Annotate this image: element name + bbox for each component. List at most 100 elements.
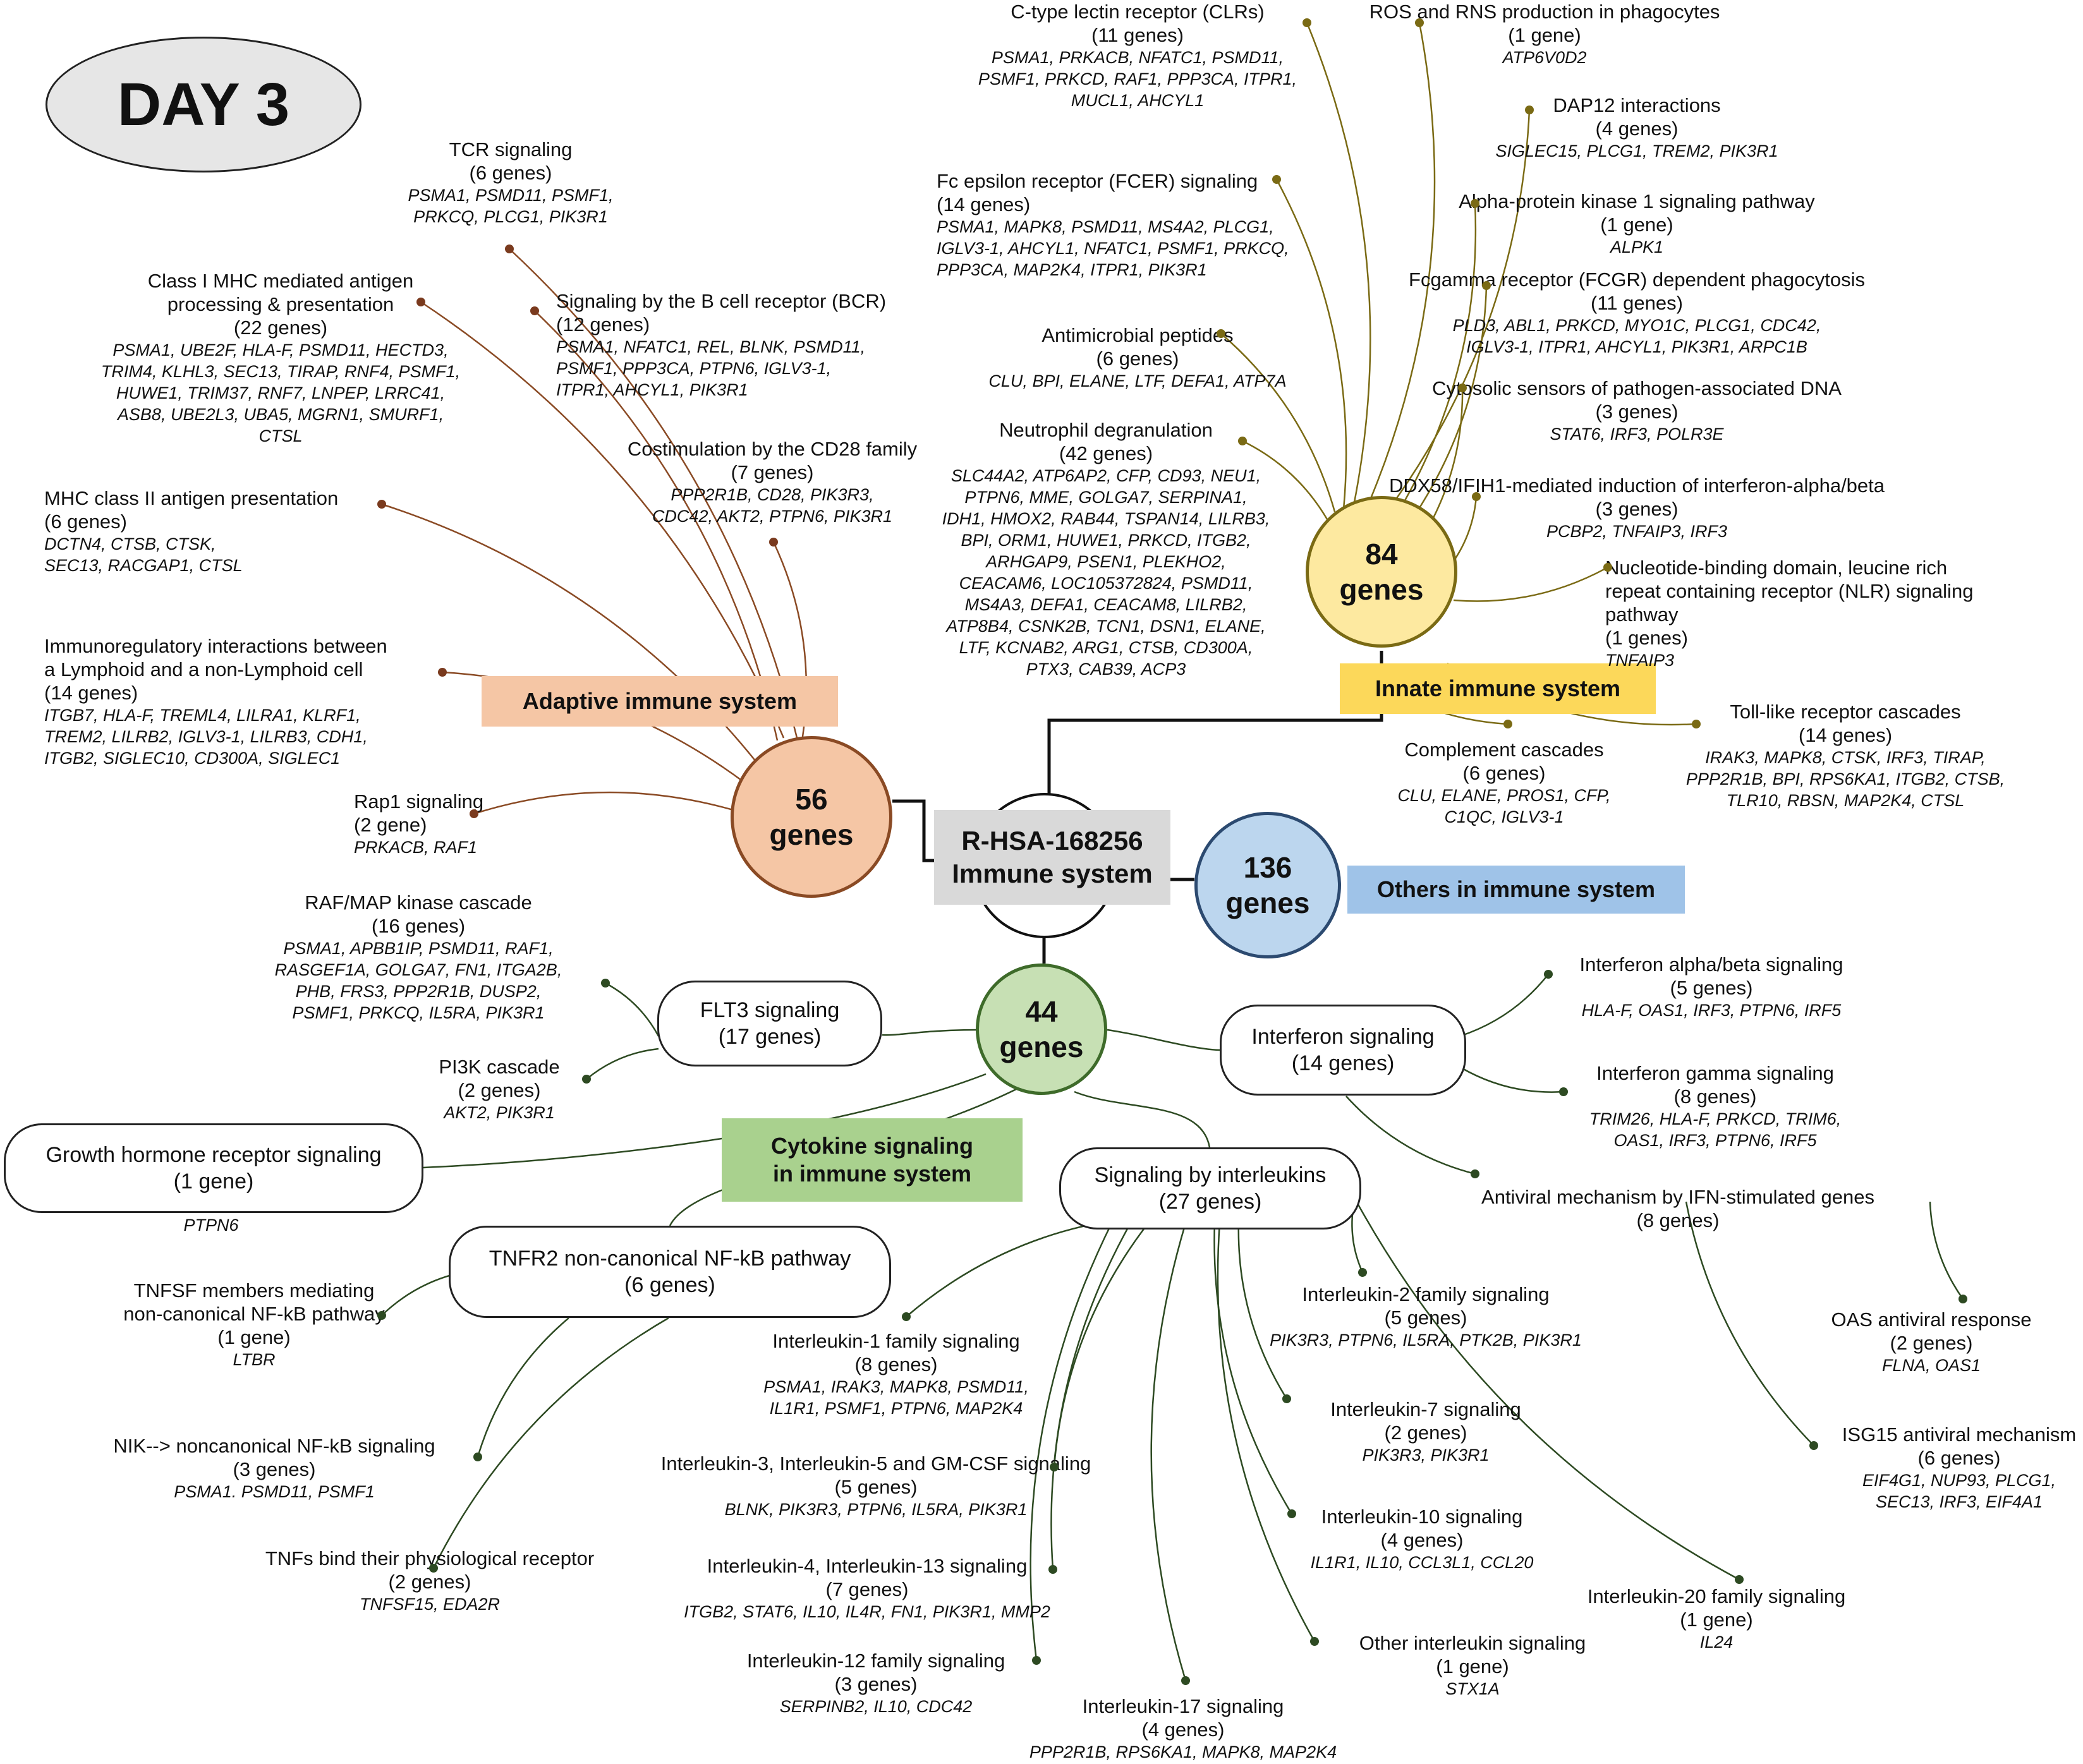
pathway-node-dot[interactable] — [1287, 1509, 1296, 1518]
pathway-genes-line: STAT6, IRF3, POLR3E — [1550, 425, 1724, 444]
pathway-title-line: Complement cascades — [1404, 739, 1604, 761]
pathway-node-dot[interactable] — [1809, 1441, 1818, 1450]
pathway-node-dot[interactable] — [1050, 1463, 1059, 1471]
pathway-node-dot[interactable] — [1310, 1637, 1319, 1646]
flt3-signaling-node[interactable]: FLT3 signaling(17 genes) — [657, 981, 882, 1066]
pathway-title-line: Other interleukin signaling — [1359, 1632, 1586, 1654]
pathway-genes-line: PRKCQ, PLCG1, PIK3R1 — [413, 207, 608, 226]
pathway-genes-line: PPP2R1B, RPS6KA1, MAPK8, MAP2K4 — [1029, 1743, 1337, 1761]
pathway-genes-line: CLU, ELANE, PROS1, CFP, — [1397, 786, 1611, 805]
pathway-node-dot[interactable] — [1217, 329, 1225, 338]
pathway-node-dot[interactable] — [1544, 970, 1553, 979]
edge-cytokine_pathways-5 — [1929, 1201, 1964, 1300]
pathway-node-dot[interactable] — [1503, 720, 1512, 728]
pathway-title-line: (5 genes) — [1384, 1307, 1467, 1329]
pathway-title-line: (14 genes) — [937, 193, 1031, 215]
cytokine-pathway-label: Interferon gamma signaling(8 genes)TRIM2… — [1589, 1061, 1842, 1151]
pathway-node-dot[interactable] — [1358, 1268, 1367, 1277]
pathway-node-dot[interactable] — [1559, 1087, 1568, 1096]
pathway-title-line: DDX58/IFIH1-mediated induction of interf… — [1388, 474, 1885, 497]
pathway-node-dot[interactable] — [1472, 492, 1481, 501]
pathway-title-line: repeat containing receptor (NLR) signali… — [1605, 580, 1974, 602]
pathway-node-dot[interactable] — [582, 1075, 591, 1084]
interferon-signaling-node[interactable]: Interferon signaling(14 genes) — [1220, 1005, 1466, 1096]
edge-cytokine_pathways-2 — [1459, 974, 1549, 1037]
pathway-genes-line: LTF, KCNAB2, ARG1, CTSB, CD300A, — [959, 638, 1253, 657]
pathway-title-line: Interleukin-12 family signaling — [746, 1650, 1005, 1672]
pathway-genes-line: IL1R1, IL10, CCL3L1, CCL20 — [1310, 1553, 1534, 1572]
cytokine-pathway-label: Interleukin-12 family signaling(3 genes)… — [747, 1649, 1005, 1717]
pathway-title-line: Neutrophil degranulation — [999, 419, 1213, 441]
pathway-title-line: (5 genes) — [1670, 977, 1753, 999]
pathway-node-dot[interactable] — [769, 538, 778, 547]
growth-hormone-node[interactable]: Growth hormone receptor signaling(1 gene… — [4, 1123, 423, 1213]
pathway-genes-line: ATP8B4, CSNK2B, TCN1, DSN1, ELANE, — [946, 617, 1266, 636]
adaptive-pathway-label: Costimulation by the CD28 family(7 genes… — [628, 437, 917, 527]
tnfr2-node[interactable]: TNFR2 non-canonical NF-kB pathway(6 gene… — [449, 1226, 891, 1318]
pathway-node-dot[interactable] — [377, 1311, 386, 1320]
pathway-genes-line: FLNA, OAS1 — [1881, 1356, 1981, 1375]
pathway-genes-line: SIGLEC15, PLCG1, TREM2, PIK3R1 — [1495, 142, 1778, 160]
pathway-title-line: TCR signaling — [449, 138, 573, 160]
pathway-node-dot[interactable] — [1238, 437, 1247, 445]
pathway-node-dot[interactable] — [530, 306, 539, 315]
pathway-node-dot[interactable] — [1471, 199, 1479, 208]
pathway-genes-line: PSMF1, PPP3CA, PTPN6, IGLV3-1, — [556, 359, 832, 378]
pathway-node-dot[interactable] — [470, 809, 478, 818]
pathway-title-line: Nucleotide-binding domain, leucine rich — [1605, 557, 1948, 579]
pathway-node-dot[interactable] — [902, 1312, 911, 1321]
cytokine-pathway-label: Interleukin-2 family signaling(5 genes)P… — [1270, 1283, 1582, 1351]
pathway-genes-line: LTBR — [233, 1350, 276, 1369]
pathway-genes-line: PSMA1. PSMD11, PSMF1 — [174, 1482, 375, 1501]
cytokine-pathway-label: ISG15 antiviral mechanism(6 genes)EIF4G1… — [1842, 1423, 2076, 1513]
pathway-node-dot[interactable] — [377, 500, 386, 509]
signaling-by-interleukins-node[interactable]: Signaling by interleukins(27 genes) — [1059, 1147, 1361, 1229]
pathway-title-line: Interleukin-2 family signaling — [1302, 1283, 1550, 1305]
pathway-node-dot[interactable] — [1735, 1575, 1744, 1584]
edge-adaptive_pathways-2 — [534, 310, 779, 741]
pathway-genes-line: SERPINB2, IL10, CDC42 — [779, 1697, 973, 1716]
pathway-node-dot[interactable] — [1692, 720, 1701, 728]
pathway-node-dot[interactable] — [1282, 1394, 1291, 1403]
pathway-title-line: MHC class II antigen presentation — [44, 487, 339, 509]
pathway-node-dot[interactable] — [1303, 18, 1311, 27]
pathway-node-dot[interactable] — [1482, 281, 1491, 290]
pathway-genes-line: ARHGAP9, PSEN1, PLEKHO2, — [986, 552, 1226, 571]
adaptive-pathway-label: Rap1 signaling(2 gene)PRKACB, RAF1 — [354, 790, 483, 858]
pathway-title-line: (3 genes) — [834, 1673, 918, 1695]
pathway-title-line: (22 genes) — [233, 317, 328, 339]
pathway-node-dot[interactable] — [1471, 1169, 1479, 1178]
pathway-node-dot[interactable] — [416, 298, 425, 306]
pathway-node-dot[interactable] — [1525, 106, 1534, 114]
edge-cytokine_pathways-0 — [605, 982, 660, 1037]
pathway-genes-line: PSMA1, PRKACB, NFATC1, PSMD11, — [991, 48, 1284, 67]
pathway-node-dot[interactable] — [1032, 1656, 1041, 1665]
pathway-node-dot[interactable] — [438, 668, 447, 677]
pathway-node-dot[interactable] — [1272, 175, 1281, 184]
innate-pathway-label: Antimicrobial peptides(6 genes)CLU, BPI,… — [988, 323, 1286, 392]
pathway-node-dot[interactable] — [1603, 563, 1612, 572]
innate-pathway-label: C-type lectin receptor (CLRs)(11 genes)P… — [978, 0, 1297, 111]
pathway-genes-line: PSMA1, NFATC1, REL, BLNK, PSMD11, — [556, 337, 866, 356]
pathway-title-line: Interleukin-7 signaling — [1330, 1398, 1521, 1420]
pathway-node-dot[interactable] — [601, 979, 610, 988]
pathway-node-dot[interactable] — [1959, 1295, 1967, 1303]
pathway-genes-line: PCBP2, TNFAIP3, IRF3 — [1546, 522, 1728, 541]
pathway-node-dot[interactable] — [1458, 384, 1467, 392]
pathway-node-dot[interactable] — [429, 1564, 438, 1573]
pathway-genes-line: TRIM26, HLA-F, PRKCD, TRIM6, — [1589, 1109, 1842, 1128]
pathway-node-dot[interactable] — [473, 1453, 482, 1461]
pathway-node-dot[interactable] — [1415, 18, 1424, 27]
pathway-title-line: (6 genes) — [1096, 347, 1179, 370]
pathway-node-dot[interactable] — [1048, 1565, 1057, 1574]
pathway-node-dot[interactable] — [1181, 1676, 1190, 1685]
cytokine-pathway-label: Interferon alpha/beta signaling(5 genes)… — [1579, 953, 1843, 1021]
pathway-node-dot[interactable] — [505, 245, 514, 253]
